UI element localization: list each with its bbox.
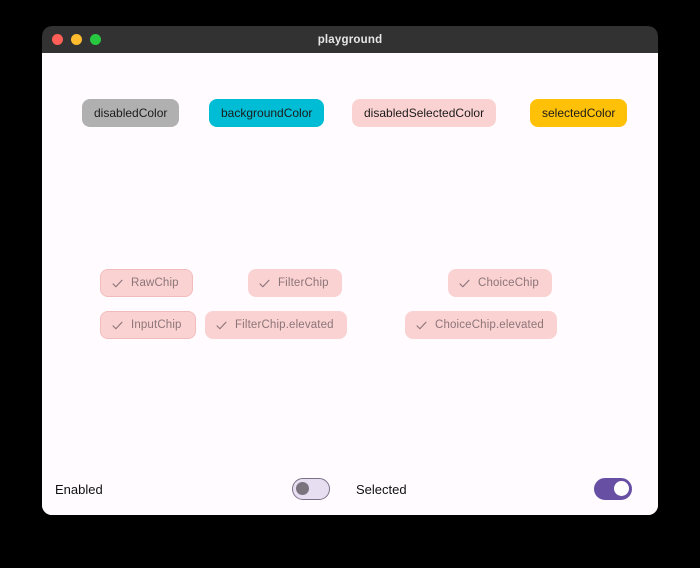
switch-thumb bbox=[296, 482, 309, 495]
legend-chip-label: disabledColor bbox=[94, 106, 168, 120]
chip-filter-chip[interactable]: FilterChip bbox=[248, 269, 342, 297]
chip-choice-chip-elevated[interactable]: ChoiceChip.elevated bbox=[405, 311, 557, 339]
check-icon bbox=[258, 277, 271, 290]
chip-label: RawChip bbox=[131, 277, 179, 289]
enabled-switch[interactable] bbox=[292, 478, 330, 500]
bottom-control-bar: Enabled Selected bbox=[42, 463, 658, 515]
chip-label: ChoiceChip bbox=[478, 277, 539, 289]
chip-raw-chip[interactable]: RawChip bbox=[100, 269, 193, 297]
app-content: disabledColor backgroundColor disabledSe… bbox=[42, 53, 658, 515]
check-icon bbox=[111, 277, 124, 290]
close-window-button[interactable] bbox=[52, 34, 63, 45]
chip-grid: RawChip FilterChip ChoiceChip bbox=[42, 269, 658, 353]
chip-label: InputChip bbox=[131, 319, 182, 331]
chip-choice-chip[interactable]: ChoiceChip bbox=[448, 269, 552, 297]
window-titlebar[interactable]: playground bbox=[42, 26, 658, 53]
chip-filter-chip-elevated[interactable]: FilterChip.elevated bbox=[205, 311, 347, 339]
selected-switch[interactable] bbox=[594, 478, 632, 500]
enabled-switch-label: Enabled bbox=[55, 481, 103, 497]
legend-chip-background-color: backgroundColor bbox=[209, 99, 325, 127]
legend-chip-disabled-selected-color: disabledSelectedColor bbox=[352, 99, 497, 127]
chip-label: FilterChip bbox=[278, 277, 329, 289]
legend-chip-selected-color: selectedColor bbox=[530, 99, 628, 127]
minimize-window-button[interactable] bbox=[71, 34, 82, 45]
legend-chip-label: selectedColor bbox=[542, 106, 616, 120]
app-window: playground disabledColor backgroundColor… bbox=[42, 26, 658, 515]
maximize-window-button[interactable] bbox=[90, 34, 101, 45]
legend-chip-label: disabledSelectedColor bbox=[364, 106, 485, 120]
chip-row: InputChip FilterChip.elevated ChoiceChip… bbox=[42, 311, 658, 353]
legend-chip-disabled-color: disabledColor bbox=[82, 99, 180, 127]
window-traffic-lights bbox=[52, 26, 101, 53]
check-icon bbox=[215, 319, 228, 332]
legend-chip-label: backgroundColor bbox=[221, 106, 313, 120]
selected-switch-label: Selected bbox=[356, 481, 407, 497]
check-icon bbox=[111, 319, 124, 332]
check-icon bbox=[415, 319, 428, 332]
chip-label: ChoiceChip.elevated bbox=[435, 319, 544, 331]
chip-label: FilterChip.elevated bbox=[235, 319, 334, 331]
chip-input-chip[interactable]: InputChip bbox=[100, 311, 196, 339]
legend-chip-row: disabledColor backgroundColor disabledSe… bbox=[42, 99, 658, 129]
check-icon bbox=[458, 277, 471, 290]
chip-row: RawChip FilterChip ChoiceChip bbox=[42, 269, 658, 311]
switch-thumb bbox=[614, 481, 629, 496]
window-title: playground bbox=[317, 33, 383, 46]
